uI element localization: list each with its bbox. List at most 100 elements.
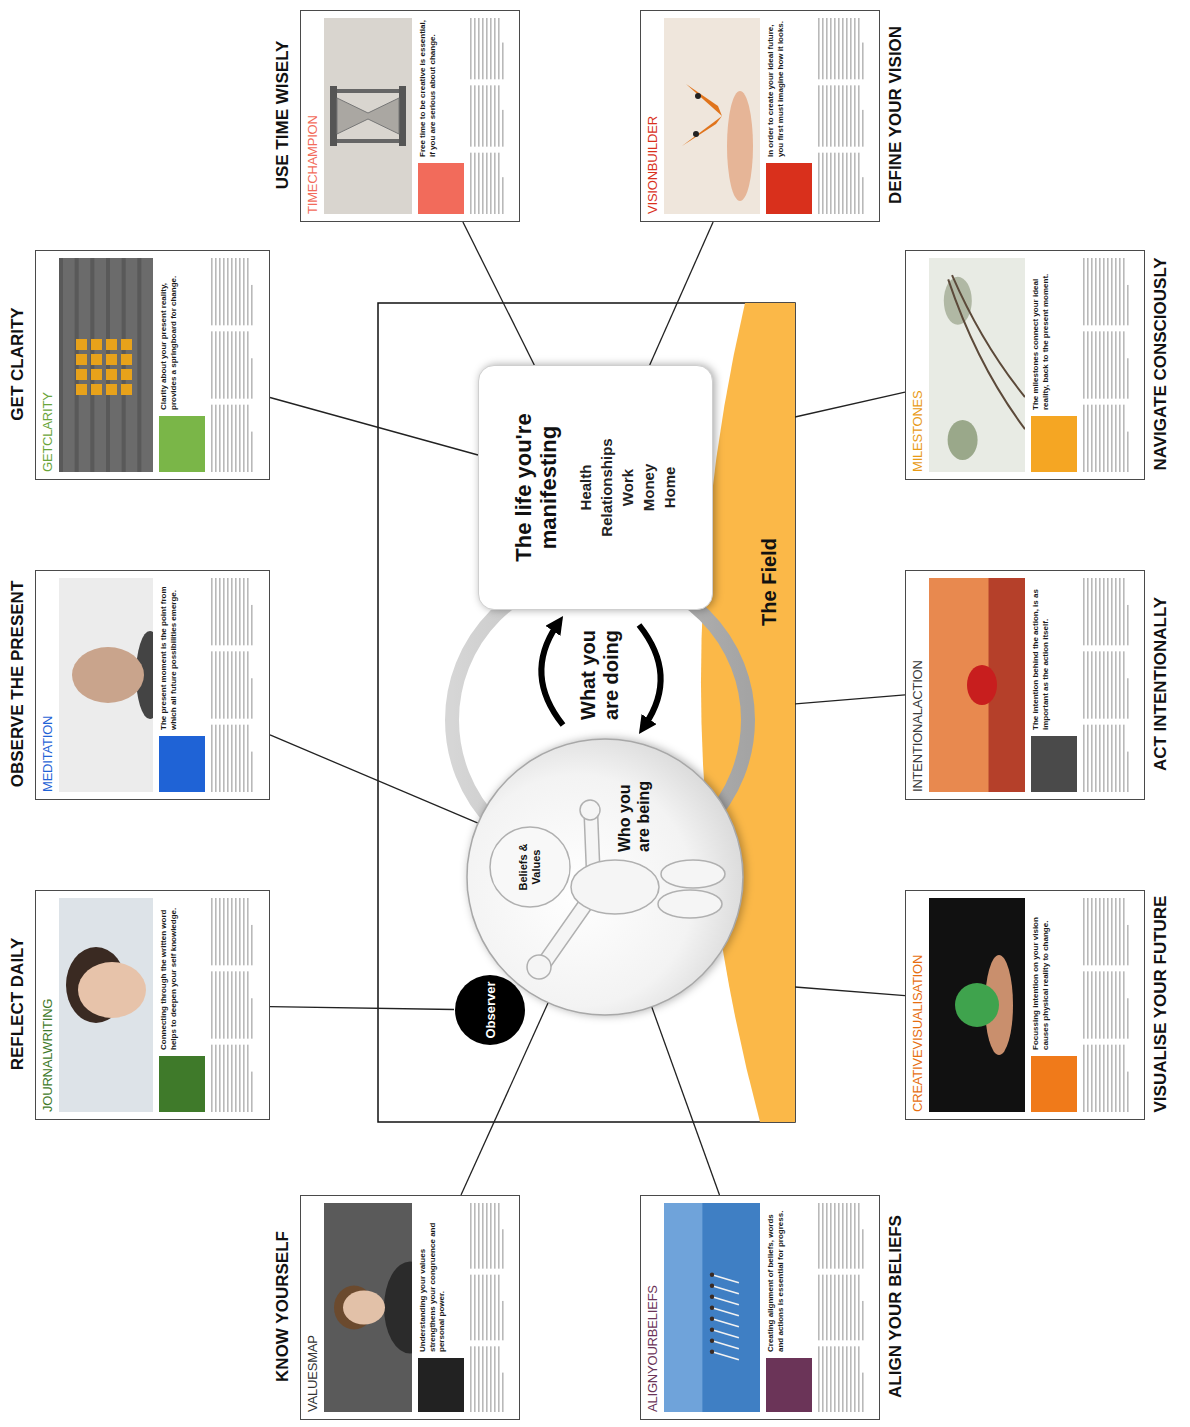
body-text-line	[1123, 898, 1125, 965]
body-text-line	[1091, 1045, 1093, 1112]
body-text-line	[235, 971, 237, 1038]
photo-shape	[948, 420, 978, 460]
body-text-line	[1091, 405, 1093, 472]
body-text-line	[215, 651, 217, 718]
body-text-line	[822, 1346, 824, 1412]
photo-shape	[686, 84, 722, 116]
body-text-line	[858, 1203, 860, 1269]
body-text-line	[247, 405, 249, 472]
figure-arm	[591, 817, 593, 867]
body-text-line	[239, 258, 241, 325]
page-title: VALUESMAP	[305, 1203, 321, 1412]
page-photo	[324, 18, 412, 214]
body-text-line	[1099, 651, 1101, 718]
photo-shape	[59, 898, 153, 1112]
body-text-line	[846, 1203, 848, 1269]
subtitle-box: The milestones connect your ideal realit…	[1031, 258, 1050, 410]
page-label: KNOW YOURSELF	[273, 1124, 293, 1427]
body-text-line	[231, 725, 233, 792]
body-text-line	[1103, 578, 1105, 645]
body-text-line	[1107, 971, 1109, 1038]
body-text-line	[862, 110, 864, 147]
body-text-line	[1099, 331, 1101, 398]
body-text-line	[1095, 578, 1097, 645]
body-text-line	[498, 1203, 500, 1269]
body-text-line	[239, 578, 241, 645]
body-text-line	[1107, 331, 1109, 398]
body-text-line	[826, 18, 828, 79]
body-text-line	[247, 898, 249, 965]
page-colour-bar	[418, 1358, 464, 1412]
page-label-box: DEFINE YOUR VISION	[886, 0, 906, 291]
body-text-line	[474, 153, 476, 214]
page-subtitle: The milestones connect your ideal realit…	[1031, 258, 1050, 410]
body-text-line	[834, 153, 836, 214]
body-text-line	[235, 405, 237, 472]
body-text-line	[227, 971, 229, 1038]
body-text-line	[1083, 898, 1085, 965]
page-label-box: KNOW YOURSELF	[273, 1124, 293, 1427]
body-text-line	[1115, 1045, 1117, 1112]
page-subtitle: Connecting through the written word help…	[159, 898, 178, 1050]
body-text-line	[842, 1346, 844, 1412]
photo-shape	[710, 1306, 714, 1310]
article-page: OBSERVE THE PRESENTMEDITATIONThe present…	[35, 570, 270, 800]
body-text-line	[1127, 605, 1129, 645]
body-text-line	[1127, 678, 1129, 718]
body-text-line	[1123, 651, 1125, 718]
figure-hand	[580, 800, 600, 820]
body-text-line	[490, 85, 492, 146]
body-text-line	[1115, 405, 1117, 472]
article-page: KNOW YOURSELFVALUESMAPUnderstanding your…	[300, 1195, 520, 1420]
photo-shape	[712, 1341, 739, 1349]
page-label-box: USE TIME WISELY	[273, 0, 293, 291]
body-text-line	[830, 18, 832, 79]
body-text-lines	[1083, 898, 1132, 1112]
body-text-line	[842, 18, 844, 79]
body-text-line	[247, 258, 249, 325]
body-text-line	[1087, 405, 1089, 472]
body-text-line	[850, 153, 852, 214]
subtitle-box: Connecting through the written word help…	[159, 898, 178, 1050]
photo-shape	[664, 1203, 702, 1412]
body-text-line	[1127, 752, 1129, 792]
body-text-line	[1115, 898, 1117, 965]
page-title: INTENTIONALACTION	[910, 578, 926, 792]
body-text-line	[850, 1203, 852, 1269]
photo-shape	[78, 962, 146, 1018]
body-text-line	[235, 578, 237, 645]
body-text-line	[490, 1203, 492, 1269]
title-box: ALIGNYOURBELIEFS	[645, 1203, 661, 1412]
body-text-line	[478, 18, 480, 79]
page-subtitle: Free time to be creative is essential, i…	[418, 18, 437, 157]
body-text-line	[498, 85, 500, 146]
body-text-line	[830, 1346, 832, 1412]
subtitle-box: Focussing intention on your vision cause…	[1031, 898, 1050, 1050]
article-page: REFLECT DAILYJOURNALWRITINGConnecting th…	[35, 890, 270, 1120]
body-text-line	[1087, 331, 1089, 398]
article-page: GET CLARITYGETCLARITYClarity about your …	[35, 250, 270, 480]
page-photo	[324, 1203, 412, 1412]
body-text-line	[1111, 651, 1113, 718]
page-colour-bar	[1031, 1056, 1077, 1112]
body-text-line	[219, 578, 221, 645]
body-text-line	[251, 432, 253, 472]
body-text-lines	[818, 18, 867, 214]
page-label: ALIGN YOUR BELIEFS	[886, 1124, 906, 1427]
body-text-line	[834, 1203, 836, 1269]
subtitle-box: The intention behind the action, is as i…	[1031, 578, 1050, 730]
title-box: MEDITATION	[40, 578, 56, 792]
article-page: ALIGN YOUR BELIEFSALIGNYOURBELIEFSCreati…	[640, 1195, 880, 1420]
body-text-lines	[211, 898, 257, 1112]
body-text-line	[490, 1346, 492, 1412]
body-text-line	[215, 725, 217, 792]
page-title: MEDITATION	[40, 578, 56, 792]
body-text-line	[1127, 358, 1129, 398]
body-text-line	[251, 998, 253, 1038]
page-label: USE TIME WISELY	[273, 0, 293, 291]
body-text-line	[486, 1275, 488, 1341]
figure-head	[490, 827, 570, 907]
photo-shape	[948, 279, 1025, 429]
photo-shape	[929, 898, 1025, 1112]
